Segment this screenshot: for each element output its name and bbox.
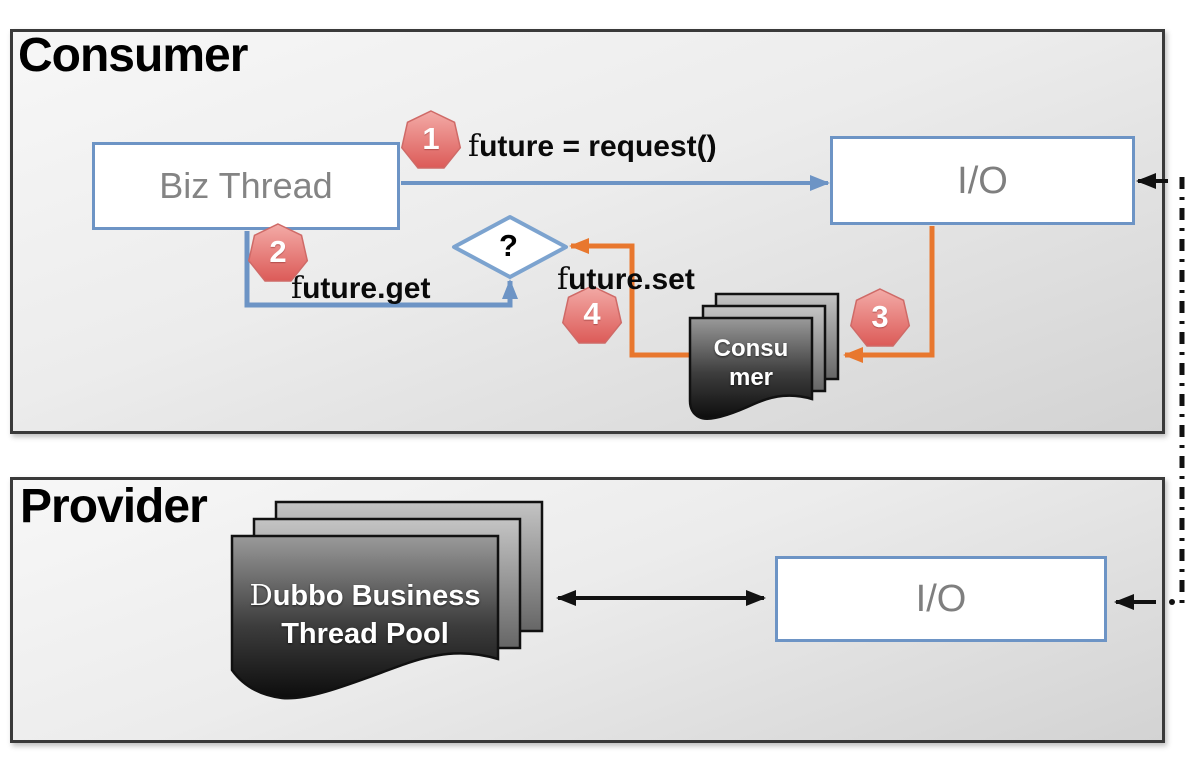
pool-card-label: Dubbo Business Thread Pool bbox=[232, 576, 498, 653]
decision-question-label: ? bbox=[499, 228, 518, 263]
consumer-panel-title: Consumer bbox=[18, 29, 248, 82]
consumer-panel bbox=[10, 29, 1165, 434]
provider-io-label: I/O bbox=[915, 578, 967, 620]
step-1-number: 1 bbox=[422, 121, 440, 156]
pool-card-label-line2: Thread Pool bbox=[281, 618, 449, 650]
consumer-card-label: Consu mer bbox=[690, 334, 812, 392]
step-3-number: 3 bbox=[871, 299, 889, 334]
future-get-label: future.get bbox=[291, 271, 431, 306]
future-request-label: future = request() bbox=[468, 129, 717, 164]
consumer-io-box: I/O bbox=[830, 136, 1135, 225]
future-set-label: future.set bbox=[557, 262, 695, 297]
biz-thread-box: Biz Thread bbox=[92, 142, 400, 230]
step-4-number: 4 bbox=[583, 296, 601, 331]
consumer-io-label: I/O bbox=[957, 159, 1008, 202]
pool-card-label-line1: Dubbo Business bbox=[249, 578, 481, 612]
provider-io-box: I/O bbox=[775, 556, 1107, 642]
dashdot-dot bbox=[1169, 599, 1175, 605]
provider-panel-title: Provider bbox=[20, 480, 208, 533]
consumer-card-label-line2: mer bbox=[728, 364, 774, 391]
consumer-card-label-line1: Consu bbox=[713, 335, 789, 362]
step-2-number: 2 bbox=[269, 234, 287, 269]
biz-thread-label: Biz Thread bbox=[159, 165, 333, 206]
